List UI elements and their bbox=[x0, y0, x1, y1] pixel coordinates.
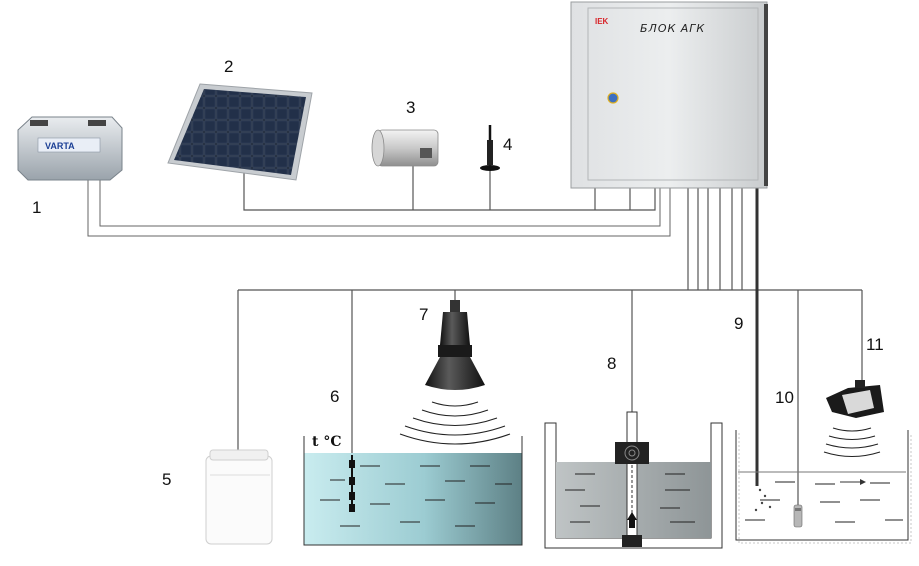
pressure-probe bbox=[793, 504, 803, 528]
label-4: 4 bbox=[503, 135, 512, 154]
label-8: 8 bbox=[607, 354, 616, 373]
float-level-gauge bbox=[615, 411, 649, 547]
label-7: 7 bbox=[419, 305, 428, 324]
temperature-label: t °C bbox=[312, 434, 341, 450]
label-9: 9 bbox=[734, 314, 743, 333]
label-10: 10 bbox=[775, 388, 794, 407]
label-11: 11 bbox=[866, 335, 884, 354]
cabinet-brand: IEK bbox=[595, 17, 609, 26]
battery-brand: VARTA bbox=[45, 141, 75, 151]
label-3: 3 bbox=[406, 98, 415, 117]
camera bbox=[371, 129, 439, 167]
flow-channel bbox=[735, 430, 912, 544]
battery: VARTA bbox=[17, 116, 123, 181]
wiring bbox=[87, 165, 863, 505]
label-6: 6 bbox=[330, 387, 339, 406]
tank-left: t °C bbox=[303, 434, 523, 546]
antenna bbox=[480, 125, 500, 171]
radar-waves bbox=[399, 401, 511, 445]
control-cabinet: IEK БЛОК АГК bbox=[570, 1, 768, 189]
callout-numbers: 1 2 3 4 5 6 7 8 9 10 11 bbox=[32, 57, 884, 489]
label-1: 1 bbox=[32, 198, 41, 217]
radar-level-sensor bbox=[425, 300, 485, 390]
cabinet-title: БЛОК АГК bbox=[640, 22, 705, 35]
lock-icon bbox=[607, 92, 619, 104]
doppler-velocity-sensor bbox=[826, 380, 884, 418]
tank-middle bbox=[544, 411, 723, 549]
solar-panel bbox=[167, 83, 313, 181]
rain-gauge bbox=[205, 449, 273, 545]
bubbles bbox=[754, 488, 772, 512]
temperature-probe bbox=[349, 455, 355, 512]
label-5: 5 bbox=[162, 470, 171, 489]
label-2: 2 bbox=[224, 57, 233, 76]
doppler-waves bbox=[823, 427, 881, 458]
